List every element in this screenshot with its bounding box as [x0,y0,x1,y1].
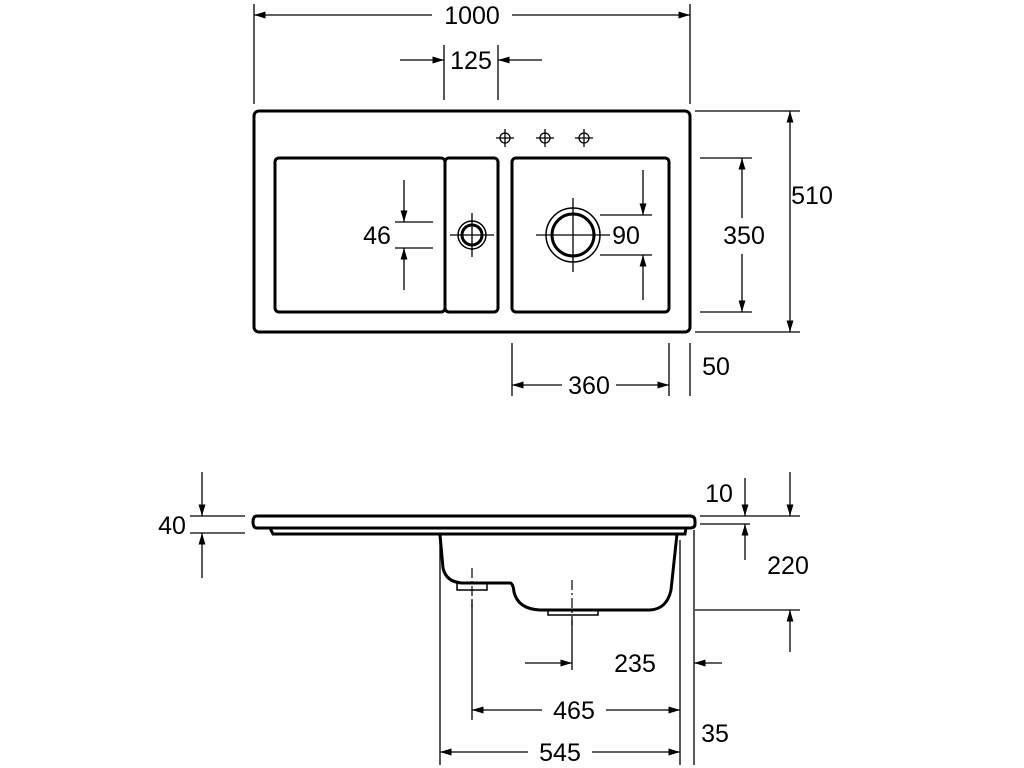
dim-main-waste-offset: 235 [614,650,656,678]
drainer-area [273,156,447,314]
dim-overall-width: 1000 [444,2,500,30]
dim-side-edge-offset: 35 [701,720,729,748]
small-bowl [443,156,500,314]
underside-profile [268,527,688,536]
dim-rim-thickness: 10 [705,480,733,508]
dim-overall-depth: 510 [791,182,833,210]
sink-outline [252,109,692,334]
dim-flange-height: 40 [158,512,186,540]
dim-bowl-length: 545 [539,739,581,767]
tap-hole-icon [496,129,514,147]
tap-hole-icon [536,129,554,147]
tap-hole-icons [496,129,593,147]
side-view: 40 10 220 235 465 545 35 [158,472,809,767]
dim-main-waste: 90 [612,222,640,250]
top-view: 1000 125 510 350 46 90 360 50 [254,2,833,400]
dim-bowl-depth-side: 220 [767,552,809,580]
tap-hole-icon [575,129,593,147]
bowl-profile [438,533,679,612]
dim-small-waste-offset: 465 [553,697,595,725]
dim-edge-offset: 50 [702,353,730,381]
dim-tap-spacing: 125 [450,47,492,75]
small-waste [450,213,494,257]
main-bowl [510,156,671,314]
main-waste [536,198,610,272]
dim-main-bowl-width: 360 [568,372,610,400]
dim-small-waste: 46 [363,222,391,250]
rim-profile [251,514,697,530]
dim-bowl-depth: 350 [723,222,765,250]
